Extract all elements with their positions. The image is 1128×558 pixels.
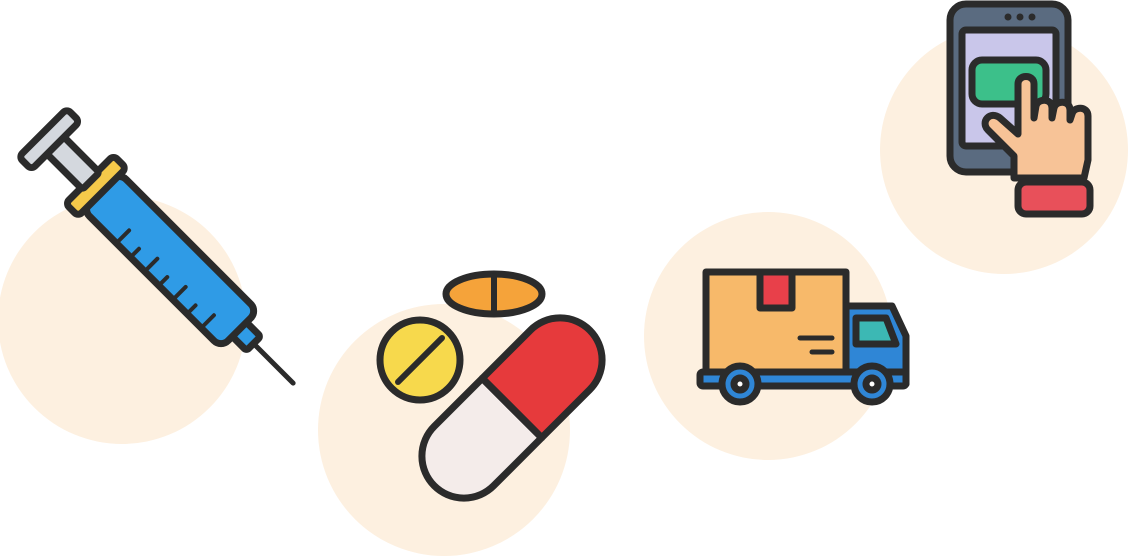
round-tablet <box>376 316 464 404</box>
pills-icon <box>376 270 606 502</box>
mobile-order-icon <box>946 0 1094 218</box>
sleeve-cuff <box>1014 178 1094 218</box>
truck-wheels <box>718 362 894 406</box>
syringe-icon <box>17 107 296 386</box>
oval-tablet <box>442 270 546 318</box>
capsule <box>418 314 606 502</box>
delivery-truck-icon <box>696 268 910 406</box>
pointing-hand <box>981 73 1092 182</box>
